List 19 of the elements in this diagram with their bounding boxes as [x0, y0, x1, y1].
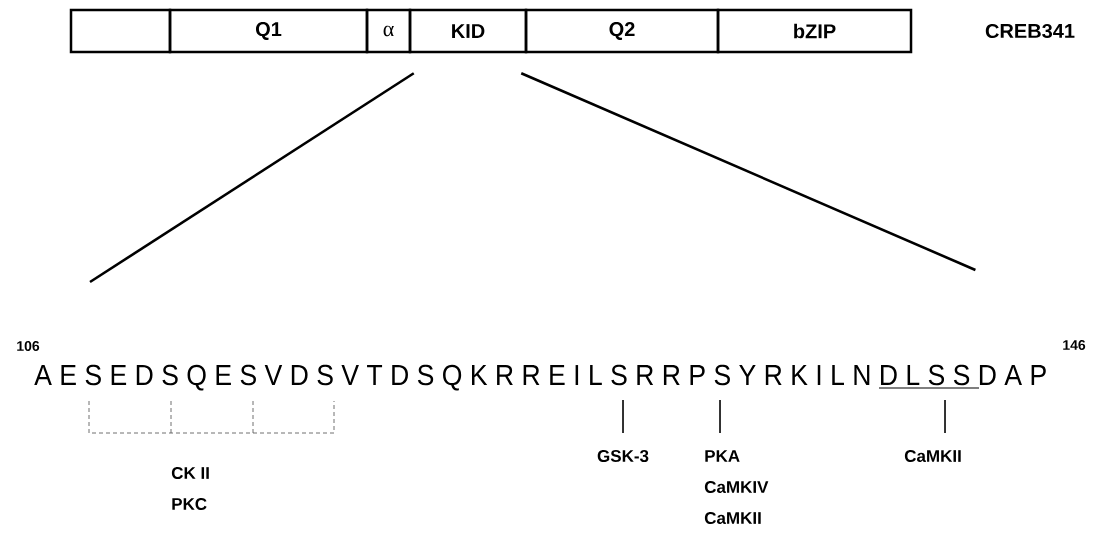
domain-box: Q1	[168, 8, 369, 54]
protein-name: CREB341	[985, 23, 1075, 39]
domain-box: bZIP	[716, 8, 913, 54]
kinase-label: GSK-3	[597, 449, 649, 463]
zoom-line	[89, 72, 415, 284]
residue-number: 106	[17, 341, 40, 351]
kinase-label: PKA	[705, 450, 740, 462]
residue-number: 146	[1063, 340, 1086, 350]
domain-box	[69, 8, 172, 54]
domain-box: KID	[408, 8, 528, 54]
kinase-label: CK II	[171, 467, 209, 480]
domain-box: α	[365, 8, 412, 54]
kinase-label: CaMKIV	[704, 481, 769, 494]
kinase-label: PKC	[172, 498, 207, 511]
domain-box: Q2	[524, 8, 720, 54]
sequence-text: A E S E D S Q E S V D S V T D S Q K R R E I L S R R P S Y R K I L N D L S S D A P	[34, 364, 1046, 391]
kinase-label: CaMKII	[904, 450, 961, 463]
zoom-line	[520, 72, 976, 272]
kinase-label: CaMKII	[704, 512, 761, 525]
